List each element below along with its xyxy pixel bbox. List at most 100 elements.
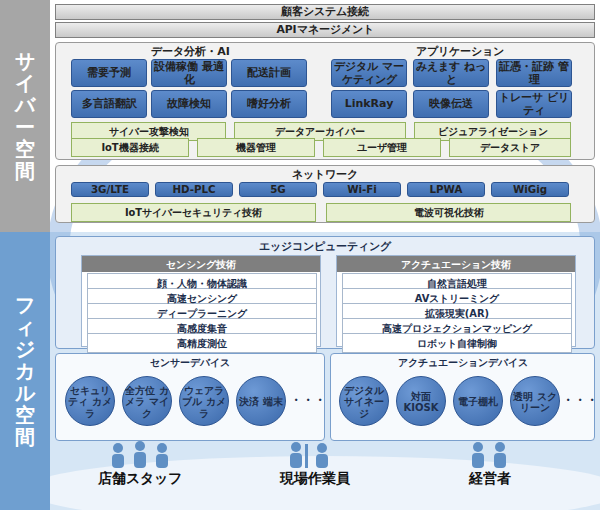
node-text: 配送計画 [234,66,304,80]
layer-bar: APIマネージメント [55,22,595,38]
platform-bar: データアーカイバー [234,122,406,141]
network-button: Wi-Fi [323,182,401,197]
layer-panel: データ分析・AIアプリケーション需要予測設備稼働 最適化配送計画 デジタル マーケ… [55,42,595,160]
network-button: WiGig [491,182,569,197]
platform-bar: ユーザ管理 [323,138,441,157]
node-text: 高速プロジェクションマッピング [382,320,532,336]
node-text: IoTサイバーセキュリティ技術 [72,205,315,220]
platform-bar: 機器管理 [197,138,315,157]
device-circle: 全方位 カメラ マイク [122,376,172,426]
node-text: デジタル サイネージ [340,383,388,420]
node-text: フィジカル空間 [15,294,35,448]
node-text: 電子棚札 [458,394,498,408]
node-text: 透明 スクリーン [511,389,559,414]
tech-column: センシング技術顔・人物・物体認識高速センシングディープラーニング高感度集音高精度… [81,255,321,347]
node-text: HD-PLC [158,183,230,196]
network-button: HD-PLC [155,182,233,197]
node-text: ウェアラブル カメラ [180,383,228,420]
node-text: ロボット自律制御 [417,335,497,351]
node-text: 高速センシング [167,290,237,306]
network-button: LPWA [407,182,485,197]
function-button: 嗜好分析 [231,90,307,118]
node-text: アクチュエーションデバイス [398,354,528,370]
ellipsis-mark: ・・・ [290,392,320,409]
people-figures [112,441,506,468]
function-button: デジタル マーケティング [331,59,407,87]
platform-bar: IoT機器接続 [71,138,189,157]
node-text: ディープラーニング [157,305,247,321]
node-text: AVストリーミング [415,290,500,306]
node-text: LinkRay [334,97,404,111]
node-text: 5G [242,183,314,196]
node-text: ネットワーク [56,166,594,182]
node-text: 高感度集音 [177,320,227,336]
network-button: 5G [239,182,317,197]
node-text: 顧客システム接続 [281,5,369,19]
space-band: フィジカル空間 [0,232,50,510]
device-circle: ウェアラブル カメラ [179,376,229,426]
function-button: LinkRay [331,90,407,118]
node-text: 自然言語処理 [427,275,487,291]
node-text: IoT機器接続 [72,140,188,155]
node-text: 故障検知 [154,97,224,111]
function-button: 多言語翻訳 [71,90,147,118]
node-text: センシング技術 [82,256,320,272]
node-text: サイバー攻撃検知 [72,124,225,139]
device-circle: 電子棚札 [453,376,503,426]
tech-item: 高精度測位 [87,333,317,353]
platform-bar: ビジュアライゼーション [414,122,571,141]
floor [25,456,600,510]
node-text: 3G/LTE [74,183,146,196]
node-text: 決済 端末 [239,394,282,408]
node-text: セキュリティ カメラ [66,383,114,420]
actor-label: 店舗スタッフ [70,470,210,488]
node-text: WiGig [494,183,566,196]
node-text: 多言語翻訳 [74,97,144,111]
layer-panel: エッジコンピューティングセンシング技術顔・人物・物体認識高速センシングディープラ… [55,236,595,349]
actor-label: 経営者 [430,470,550,488]
node-text: エッジコンピューティング [259,237,391,254]
node-text: ビジュアライゼーション [415,124,570,139]
node-text: 顔・人物・物体認識 [157,275,247,291]
node-text: 電波可視化技術 [327,205,570,220]
function-button: 証憑・証跡 管理 [496,59,572,87]
node-text: アプリケーション [325,43,594,59]
function-button: 設備稼働 最適化 [151,59,227,87]
device-circle: デジタル サイネージ [339,376,389,426]
platform-bar: 電波可視化技術 [326,203,571,222]
node-text: アクチュエーション技術 [337,256,575,272]
node-text: センサーデバイス [150,354,230,370]
node-text: 高精度測位 [177,335,227,351]
node-text: 対面 KIOSK [397,389,445,414]
function-button: 需要予測 [71,59,147,87]
node-text: みえます ねっと [416,60,486,86]
space-band: サイバー空間 [0,0,50,232]
node-text: デジタル マーケティング [334,60,404,86]
node-text: ユーザ管理 [324,140,440,155]
node-text: 設備稼働 最適化 [154,60,224,86]
node-text: データストア [450,140,570,155]
node-text: データ分析・AI [56,43,325,59]
node-text: データアーカイバー [235,124,405,139]
device-circle: 対面 KIOSK [396,376,446,426]
node-text: 需要予測 [74,66,144,80]
platform-bar: IoTサイバーセキュリティ技術 [71,203,316,222]
function-button: 映像伝送 [413,90,489,118]
node-text: LPWA [410,183,482,196]
network-button: 3G/LTE [71,182,149,197]
node-text: 全方位 カメラ マイク [123,383,171,420]
device-panel: センサーデバイスセキュリティ カメラ全方位 カメラ マイクウェアラブル カメラ決… [55,353,325,441]
function-button: トレーサ ビリティ [496,90,572,118]
function-button: 故障検知 [151,90,227,118]
platform-bar: データストア [449,138,571,157]
layer-panel: ネットワーク3G/LTE HD-PLC 5G Wi-Fi LPWA WiGigIoTサイバ… [55,165,595,223]
node-text: APIマネージメント [276,23,373,37]
function-button: みえます ねっと [413,59,489,87]
cyber-ground [50,0,600,232]
node-text: 映像伝送 [416,97,486,111]
tech-item: ロボット自律制御 [342,333,572,353]
tech-column: アクチュエーション技術自然言語処理AVストリーミング拡張現実(AR)高速プロジェ… [336,255,576,347]
node-text: サイバー空間 [15,50,35,182]
node-text: 拡張現実(AR) [425,305,489,321]
